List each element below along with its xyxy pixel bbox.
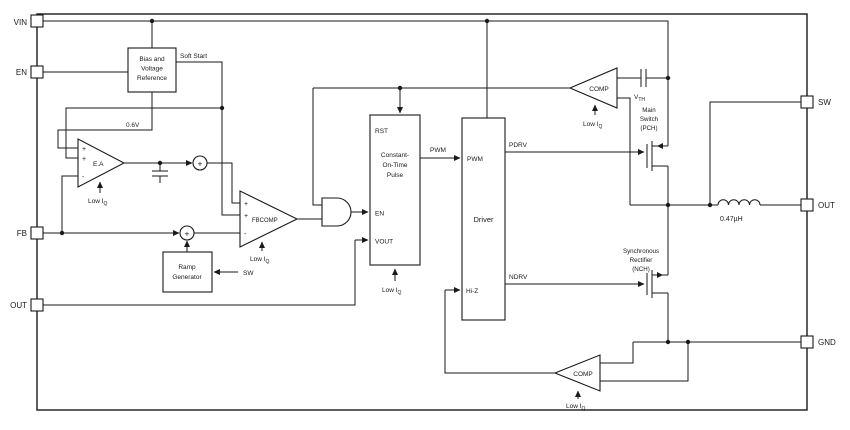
sync-rect-line1: Synchronous: [623, 248, 659, 255]
fbcomp-plus1: +: [244, 201, 248, 208]
driver-pwm-label: PWM: [467, 156, 483, 163]
fbcomp-minus: -: [244, 231, 247, 238]
net-out-sense: [43, 240, 356, 306]
driver-title: Driver: [474, 215, 495, 224]
main-switch-line2: Switch: [640, 116, 659, 123]
net-sw-pin: [709, 101, 802, 205]
fbcomp-comparator: + + - FBCOMP Low IQ: [239, 190, 299, 265]
vth-label: VTH: [634, 94, 645, 103]
cot-line1: Constant-: [381, 152, 409, 159]
sum1-plus: +: [198, 159, 203, 169]
net-vin: [43, 20, 669, 146]
ndrv-label: NDRV: [509, 274, 528, 281]
summing-node-2: +: [179, 225, 195, 241]
pin-sw: SW: [800, 95, 831, 109]
comp-top-label: COMP: [589, 86, 609, 93]
net-ref-0v6: [57, 92, 153, 149]
bias-line3: Reference: [137, 75, 167, 82]
vth-capacitor: VTH: [634, 69, 647, 103]
ramp-generator-block: Ramp Generator SW: [162, 251, 254, 293]
current-limit-comparator: COMP Low IQ: [568, 67, 618, 130]
zero-cross-comparator: COMP Low IQ: [553, 354, 601, 412]
net-comp-top-minus: [617, 97, 631, 205]
junction-dots: [59, 18, 713, 345]
sync-rect-line3: (NCH): [632, 266, 650, 273]
net-comp-bot-in1: [600, 342, 634, 364]
main-switch-line3: (PCH): [640, 125, 657, 132]
on-time-block: RST Constant- On-Time Pulse EN VOUT Low …: [369, 114, 421, 296]
fbcomp-label: FBCOMP: [252, 218, 278, 224]
pin-en: EN: [16, 65, 44, 79]
soft-start-label: Soft Start: [180, 53, 207, 60]
sync-rectifier-nmos: Synchronous Rectifier (NCH): [623, 205, 669, 342]
pin-out-left: OUT: [10, 298, 44, 312]
ramp-line2: Generator: [172, 274, 202, 281]
pin-out-right: OUT: [800, 198, 835, 212]
cot-vout-label: VOUT: [375, 239, 393, 246]
ref-voltage-label: 0.6V: [126, 122, 140, 129]
pin-vin-label: VIN: [14, 18, 28, 27]
cot-line2: On-Time: [382, 162, 407, 169]
net-and-top: [312, 88, 322, 206]
low-iq-label: Low IQ: [583, 121, 603, 130]
net-hiz: [444, 290, 555, 374]
fbcomp-plus2: +: [244, 213, 248, 220]
pin-en-label: EN: [16, 68, 27, 77]
summing-node-1: +: [192, 155, 208, 171]
net-sum1-out: [207, 162, 240, 204]
pin-gnd: GND: [800, 335, 836, 349]
sync-rect-line2: Rectifier: [630, 257, 653, 264]
bias-line2: Voltage: [141, 66, 163, 73]
nmos-arrow: [657, 272, 663, 278]
ea-minus: -: [82, 174, 85, 181]
cot-line3: Pulse: [387, 172, 404, 179]
pmos-arrow: [657, 143, 663, 149]
and-gate: [321, 197, 352, 227]
bias-line1: Bias and: [139, 56, 165, 63]
ea-label: E.A: [93, 161, 104, 168]
low-iq-label: Low IQ: [88, 198, 108, 207]
bias-block: Bias and Voltage Reference: [127, 47, 177, 93]
comp-cap-wire: [152, 163, 168, 183]
low-iq-label: Low IQ: [566, 403, 586, 412]
pin-gnd-label: GND: [818, 338, 836, 347]
main-switch-line1: Main: [642, 107, 656, 114]
cot-en-label: EN: [375, 211, 384, 218]
pwm-wire-label: PWM: [430, 147, 446, 154]
sum2-plus: +: [185, 229, 190, 239]
pin-fb: FB: [17, 226, 44, 240]
driver-block: PWM Driver Hi-Z: [461, 117, 506, 321]
main-switch-pmos: Main Switch (PCH): [640, 107, 669, 205]
ramp-sw-label: SW: [243, 270, 254, 277]
net-fb-to-ea: [61, 175, 78, 233]
inductor: 0.47µH: [717, 199, 761, 223]
pin-vin: VIN: [14, 14, 44, 28]
pin-sw-label: SW: [818, 98, 831, 107]
net-soft-start: [65, 61, 240, 216]
low-iq-label: Low IQ: [250, 256, 270, 265]
low-iq-label: Low IQ: [382, 287, 402, 296]
ea-plus1: +: [82, 146, 86, 153]
inductor-value-label: 0.47µH: [720, 216, 743, 223]
ea-plus2: +: [82, 156, 86, 163]
error-amplifier: + + - E.A Low IQ: [77, 138, 126, 207]
pin-out-right-label: OUT: [818, 201, 835, 210]
pin-out-left-label: OUT: [10, 301, 27, 310]
ramp-line1: Ramp: [178, 264, 196, 271]
net-comp-bot-in2: [600, 342, 689, 382]
comp-bottom-label: COMP: [573, 371, 593, 378]
cot-rst-label: RST: [375, 128, 388, 135]
pdrv-label: PDRV: [509, 142, 528, 149]
pin-fb-label: FB: [17, 229, 27, 238]
inductor-coil: [717, 199, 761, 206]
driver-hiz-label: Hi-Z: [466, 288, 478, 295]
